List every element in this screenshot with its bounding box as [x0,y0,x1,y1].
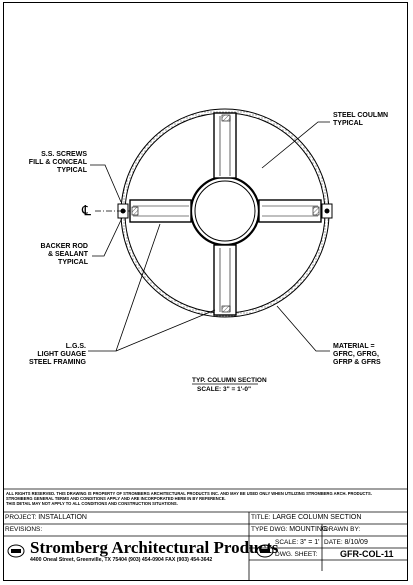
date-field: DATE: 8/10/09 [324,539,368,546]
section-scale: SCALE: 3" = 1'-0" [197,386,252,393]
revisions-field: REVISIONS: [5,526,43,533]
title-block-lines [3,488,408,581]
sheet-field: DWG. SHEET: [275,551,318,558]
type-field: TYPE DWG: MOUNTING [251,526,328,533]
framing-arm-right [258,199,322,223]
framing-arm-bottom [213,244,237,316]
steel-column [189,175,261,247]
drawing-sheet [3,2,408,581]
drawn-by-field: DRAWN BY: [324,526,361,533]
section-title: TYP. COLUMN SECTION [192,377,267,384]
joint-right [321,203,333,219]
sheet-number: GFR-COL-11 [340,549,394,559]
company-name: Stromberg Architectural Products [30,538,279,557]
company-address: 4400 Oneal Street, Greenville, TX 75404 … [30,557,213,563]
title-field: TITLE: LARGE COLUMN SECTION [251,514,362,521]
centerline-symbol: ℄ [82,202,91,218]
legal-notes: ALL RIGHTS RESERVED. THIS DRAWING IS PRO… [6,491,372,506]
material-label: MATERIAL =GFRC, GFRG,GFRP & GFRS [333,343,381,366]
logo-mark-right [256,544,274,558]
leader-lines [88,121,330,352]
framing-arm-left [129,199,192,223]
framing-arm-top [213,112,237,179]
project-field: PROJECT: INSTALLATION [5,514,87,521]
scale-field: SCALE: 3" = 1' [275,539,320,546]
logo-mark-left [7,544,25,558]
